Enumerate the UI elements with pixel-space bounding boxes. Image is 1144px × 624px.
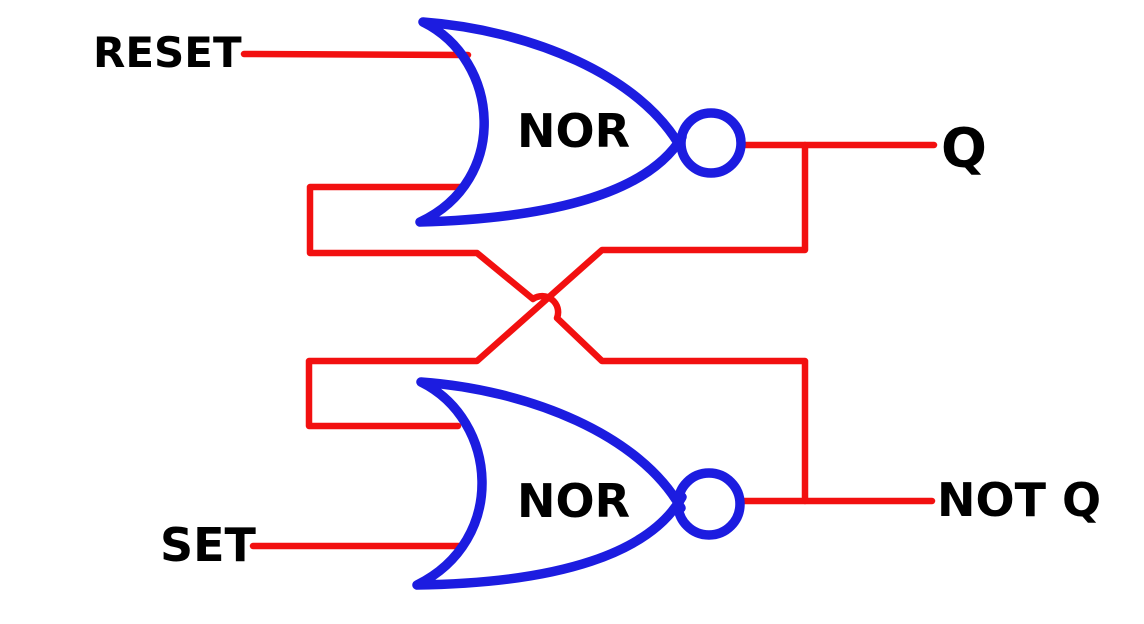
reset-label: RESET xyxy=(93,28,242,77)
not-q-feedback-wire xyxy=(306,183,809,505)
bottom-gate-label: NOR xyxy=(517,474,630,528)
set-label: SET xyxy=(160,518,257,572)
top-gate-label: NOR xyxy=(517,104,630,158)
q-feedback-wire xyxy=(305,141,809,430)
bottom-nor-gate-body xyxy=(412,377,687,590)
reset-input-wire xyxy=(240,50,472,59)
bottom-nor-gate-bubble-icon xyxy=(673,468,745,540)
top-nor-gate-bubble-icon xyxy=(676,108,746,178)
not-q-label: NOT Q xyxy=(937,473,1101,527)
q-label: Q xyxy=(941,117,987,180)
top-nor-gate-body xyxy=(415,17,687,227)
